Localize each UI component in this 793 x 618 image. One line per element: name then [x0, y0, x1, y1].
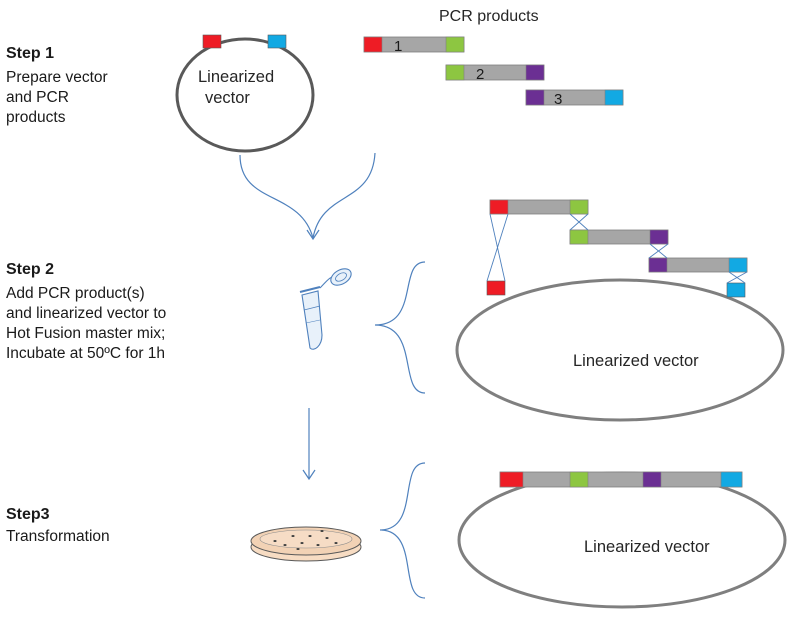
- fragment-3-number: 3: [554, 91, 562, 108]
- step-3-title: Step3: [6, 506, 50, 523]
- vector-end-red-step2: [486, 280, 506, 296]
- vector-end-red-step1: [202, 34, 222, 49]
- step-1-vector-group: Linearized vector: [175, 34, 315, 153]
- step-1-description: Prepare vector and PCR products: [6, 69, 108, 126]
- vector-label-step3: Linearized vector: [584, 538, 710, 556]
- insert-purple-segment: [642, 471, 662, 488]
- petri-dish-icon: [250, 526, 362, 562]
- vector-end-blue-step1: [267, 34, 287, 49]
- pcr-fragment-1: 1: [363, 36, 465, 55]
- vector-end-blue-step2: [726, 282, 746, 298]
- fragment-2-number: 2: [476, 66, 484, 83]
- step-2-title: Step 2: [6, 261, 55, 278]
- step-3-description: Transformation: [6, 528, 110, 545]
- insert-green-segment: [569, 471, 589, 488]
- fragment-3-right-end: [604, 89, 624, 106]
- vector-label-step2: Linearized vector: [573, 352, 699, 370]
- step-1-title: Step 1: [6, 45, 55, 62]
- fragment-1-right-end: [445, 36, 465, 53]
- fragment-1-left-end: [363, 36, 383, 53]
- microcentrifuge-tube-icon: [299, 268, 352, 350]
- step-2-assembly-group: Linearized vector: [455, 199, 785, 422]
- pcr-fragment-2: 2: [445, 64, 545, 83]
- fragment-1-number: 1: [394, 38, 402, 55]
- vector-label-step1-line1: Linearized: [198, 68, 274, 86]
- pcr-fragment-3: 3: [525, 89, 624, 108]
- step-2-description: Add PCR product(s) and linearized vector…: [6, 285, 167, 362]
- vector-label-step1-line2: vector: [205, 89, 250, 107]
- linearized-vector-circle-step1: [175, 37, 315, 153]
- curly-brace-icon: [374, 261, 426, 394]
- fragment-3-left-end: [525, 89, 545, 106]
- linearized-vector-ellipse-step2: [455, 278, 785, 422]
- step-3-recombinant-group: Linearized vector: [457, 471, 787, 609]
- pcr-products-label: PCR products: [439, 8, 539, 25]
- insert-blue-segment: [720, 471, 743, 488]
- fragment-2-right-end: [525, 64, 545, 81]
- curly-brace-icon-step3: [379, 462, 426, 599]
- fragment-2-left-end: [445, 64, 465, 81]
- insert-red-segment: [499, 471, 524, 488]
- curved-merge-arrow-icon: [239, 152, 376, 241]
- down-arrow-icon: [302, 408, 316, 481]
